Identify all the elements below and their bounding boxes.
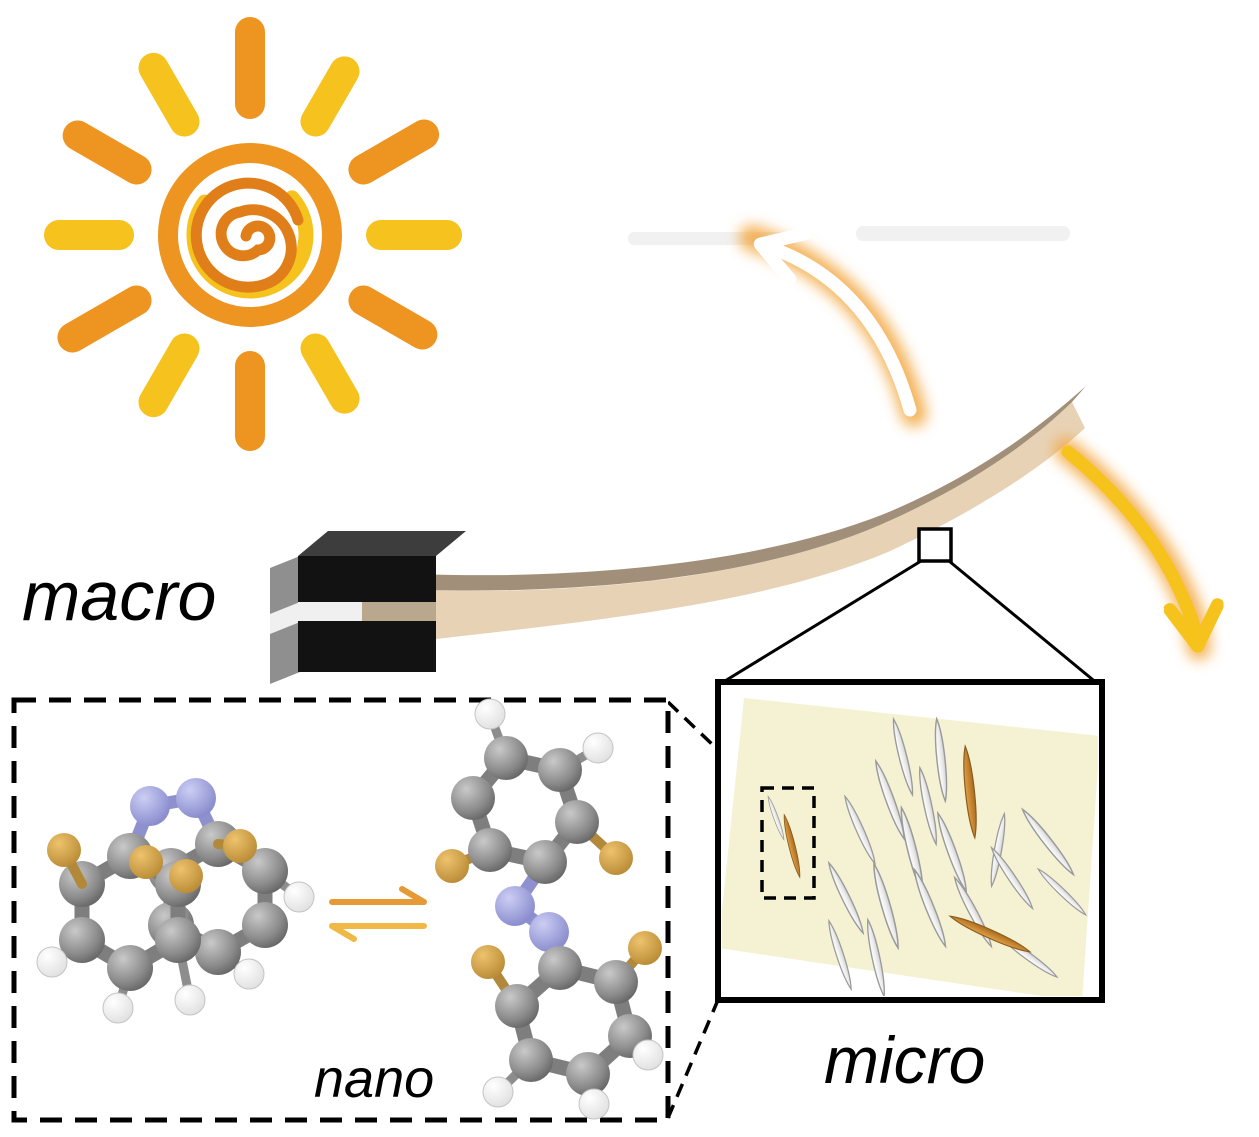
bend-down-arrow-icon <box>1054 438 1199 660</box>
equilibrium-arrows-icon <box>329 886 427 942</box>
micro-label: micro <box>824 1023 986 1097</box>
nano-zoom-dashed-lines <box>666 700 764 1119</box>
nano-inset-box <box>11 697 671 1123</box>
zoom-square-icon <box>917 527 953 563</box>
background-smudges <box>628 226 1070 245</box>
micro-inset-box <box>715 679 1105 1003</box>
micro-zoom-dashed-rect <box>760 786 816 900</box>
sun-icon <box>44 17 462 451</box>
cantilever-beam <box>362 386 1086 648</box>
clamp-icon <box>270 531 466 684</box>
cis-molecule-icon <box>36 778 315 1024</box>
macro-label: macro <box>22 557 217 635</box>
zoom-connector-lines <box>719 559 1099 686</box>
nano-label: nano <box>314 1049 435 1109</box>
trans-molecule-icon <box>435 698 664 1120</box>
bend-up-arrow-icon <box>739 225 927 427</box>
